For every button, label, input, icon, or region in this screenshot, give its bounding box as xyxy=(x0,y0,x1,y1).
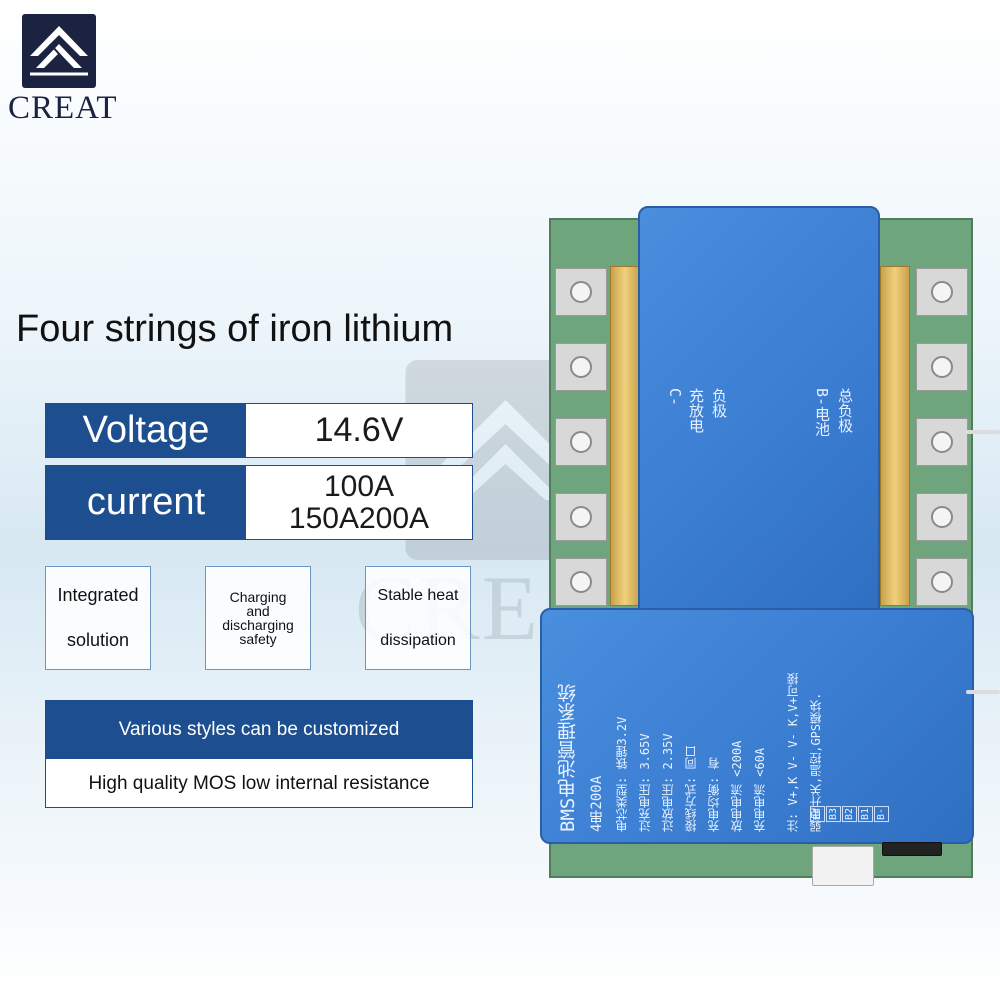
screw-hole-icon xyxy=(570,506,592,528)
spec-voltage-label: Voltage xyxy=(46,404,246,457)
balance-connector xyxy=(812,846,874,886)
spec-voltage-value: 14.6V xyxy=(246,404,472,457)
plate-b-label: B-电池 总负极 xyxy=(812,388,856,436)
terminal-pad xyxy=(916,343,968,391)
bms-spec-line: 充电电流 <60A xyxy=(753,747,767,832)
terminal-pad xyxy=(555,493,607,541)
sense-wire xyxy=(964,430,1000,434)
feature-heat-dissipation: Stable heat dissipation xyxy=(365,566,471,670)
bms-spec-block: BMS电池管理系统 4串200A 电芯类型: 铁锂3.2V 过充电压: 3.65… xyxy=(554,622,824,832)
pin-label: B3 xyxy=(826,806,841,823)
screw-hole-icon xyxy=(931,431,953,453)
feature-2-line4: safety xyxy=(239,631,277,647)
feature-2-line2: and xyxy=(246,603,270,619)
spec-current-row: current 100A 150A200A xyxy=(45,465,473,540)
terminal-pad xyxy=(555,343,607,391)
bms-spec-line: 过充电压: 3.65V xyxy=(638,733,652,832)
plate-c-line2: 充放电 xyxy=(687,388,705,433)
spec-current-value: 100A 150A200A xyxy=(246,466,472,539)
screw-hole-icon xyxy=(931,281,953,303)
custom-banner: Various styles can be customized High qu… xyxy=(45,700,473,808)
spec-voltage-row: Voltage 14.6V xyxy=(45,403,473,458)
bms-note-line1: 注: V+,K V- V- K,V+可接 xyxy=(786,673,800,832)
headline: Four strings of iron lithium xyxy=(16,308,454,350)
feature-2-line3: discharging xyxy=(222,617,294,633)
screw-hole-icon xyxy=(931,506,953,528)
screw-hole-icon xyxy=(931,571,953,593)
feature-2-line1: Charging xyxy=(229,589,287,605)
plate-c-line1: C- xyxy=(666,388,684,407)
bms-spec-line: 放电电流 <200A xyxy=(730,740,744,832)
bms-spec-line: 接线方式: 同口 xyxy=(684,745,698,832)
terminal-pad xyxy=(555,558,607,606)
brand-name: CREAT xyxy=(8,90,118,126)
heatsink-plate-bottom: BMS电池管理系统 4串200A 电芯类型: 铁锂3.2V 过充电压: 3.65… xyxy=(540,608,974,844)
copper-bar-left xyxy=(610,266,640,606)
sense-wire xyxy=(966,690,1000,694)
copper-bar-right xyxy=(880,266,910,606)
ntc-connector xyxy=(882,842,942,856)
plate-c-label: C- 充放电 负极 xyxy=(666,388,730,433)
pin-label: B1 xyxy=(858,806,873,823)
terminal-pad xyxy=(555,418,607,466)
feature-1-line2: solution xyxy=(66,630,130,650)
spec-current-value-line1: 100A xyxy=(323,470,395,503)
screw-hole-icon xyxy=(570,356,592,378)
bms-spec-line: 电芯类型: 铁锂3.2V xyxy=(615,716,629,832)
pin-label: B2 xyxy=(842,806,857,823)
bms-note-line2: 弱电开关,温控,GPS模块. xyxy=(809,692,823,832)
pin-label: B4 xyxy=(810,806,825,823)
feature-charging-safety: Charging and discharging safety xyxy=(205,566,311,670)
feature-3-line1: Stable heat xyxy=(377,586,459,604)
plate-b-line1: B-电池 xyxy=(813,388,831,437)
custom-banner-subtitle: High quality MOS low internal resistance xyxy=(88,773,430,794)
terminal-pad xyxy=(916,558,968,606)
pin-label-row: B4 B3 B2 B1 B- xyxy=(810,806,889,823)
screw-hole-icon xyxy=(570,431,592,453)
feature-3-line2: dissipation xyxy=(380,631,456,649)
brand-logo xyxy=(22,14,96,88)
plate-c-line3: 负极 xyxy=(710,388,728,418)
terminal-pad xyxy=(916,493,968,541)
heatsink-plate-top: C- 充放电 负极 B-电池 总负极 xyxy=(638,206,880,618)
terminal-pad xyxy=(555,268,607,316)
bms-model: 4串200A xyxy=(589,775,605,832)
custom-banner-title: Various styles can be customized xyxy=(46,701,472,759)
spec-current-label: current xyxy=(46,466,246,539)
terminal-pad xyxy=(916,268,968,316)
bms-spec-line: 充电均衡: 有 xyxy=(707,757,721,832)
feature-integrated-solution: Integrated solution xyxy=(45,566,151,670)
bms-main-title: BMS电池管理系统 xyxy=(557,683,579,832)
screw-hole-icon xyxy=(570,281,592,303)
feature-1-line1: Integrated xyxy=(57,585,139,605)
spec-current-value-line2: 150A200A xyxy=(288,501,430,535)
screw-hole-icon xyxy=(570,571,592,593)
pin-label: B- xyxy=(874,806,889,823)
bms-spec-line: 过放电压: 2.35V xyxy=(661,733,675,832)
creat-logo-icon xyxy=(30,26,88,76)
plate-b-line2: 总负极 xyxy=(836,388,854,433)
terminal-pad xyxy=(916,418,968,466)
screw-hole-icon xyxy=(931,356,953,378)
